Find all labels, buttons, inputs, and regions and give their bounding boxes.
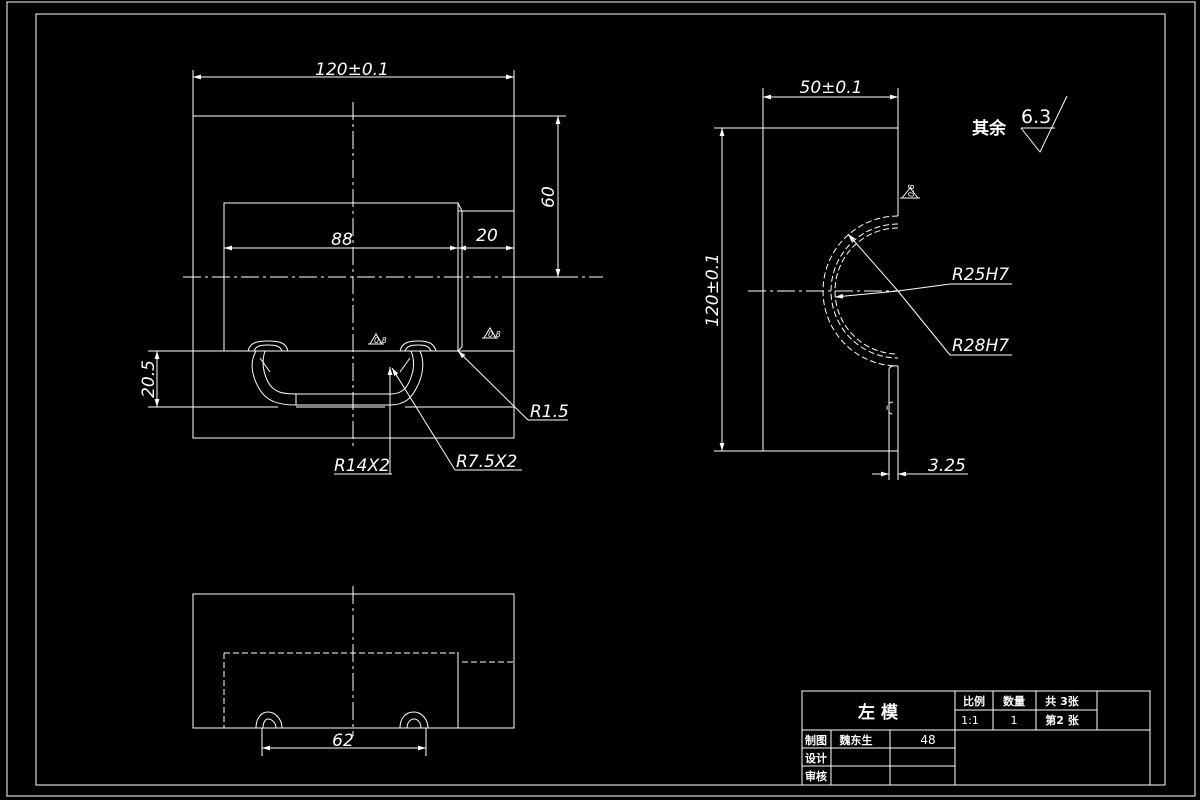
front-base-height-dim: 20.5 xyxy=(139,360,159,398)
inner-border xyxy=(35,13,1166,786)
title-sheet-no: 第2 张 xyxy=(1045,713,1079,727)
title-drawn-by: 魏东生 xyxy=(839,733,873,747)
surface-note-label: 其余 xyxy=(972,118,1007,139)
side-offset-dim: 3.25 xyxy=(928,456,966,476)
front-width-dim: 120±0.1 xyxy=(315,60,389,80)
front-step-dim: 20 xyxy=(476,226,498,246)
title-drawn-label: 制图 xyxy=(805,733,827,747)
side-width-dim: 50±0.1 xyxy=(800,78,863,98)
title-scale-value: 1:1 xyxy=(961,714,979,727)
side-roughness: 0.8 xyxy=(907,184,916,197)
front-height-dim: 60 xyxy=(539,186,559,208)
title-total-sheets: 共 3张 xyxy=(1045,694,1079,708)
title-part-name: 左 模 xyxy=(858,702,899,723)
side-height-dim: 120±0.1 xyxy=(703,253,723,327)
front-roughness-b: 0.8 xyxy=(488,330,501,339)
side-view-dimensions xyxy=(714,88,1012,480)
outer-border xyxy=(6,1,1196,797)
title-qty-label: 数量 xyxy=(1003,694,1025,708)
title-block-grid xyxy=(801,690,1151,786)
front-slot-length-dim: 88 xyxy=(331,230,353,250)
bottom-view-hidden xyxy=(223,652,514,728)
front-radius-r14: R14X2 xyxy=(334,456,390,476)
title-qty-value: 1 xyxy=(1011,714,1018,727)
surface-note-symbol xyxy=(1020,95,1068,153)
side-radius-r28: R28H7 xyxy=(952,336,1009,356)
front-roughness-a: 0.8 xyxy=(374,336,387,345)
front-view-centerlines xyxy=(183,102,603,450)
title-design-label: 设计 xyxy=(805,751,827,765)
title-review-label: 审核 xyxy=(805,769,827,783)
front-radius-r15: R1.5 xyxy=(530,402,569,422)
side-view xyxy=(762,127,899,452)
surface-note-value: 6.3 xyxy=(1021,106,1051,128)
front-view-dimensions xyxy=(148,70,568,475)
front-radius-r75: R7.5X2 xyxy=(456,452,517,472)
title-drawn-value: 48 xyxy=(920,733,935,747)
title-scale-label: 比例 xyxy=(963,694,985,708)
bottom-spacing-dim: 62 xyxy=(332,731,354,751)
side-view-hidden-small xyxy=(886,401,894,415)
side-radius-r25: R25H7 xyxy=(952,265,1009,285)
